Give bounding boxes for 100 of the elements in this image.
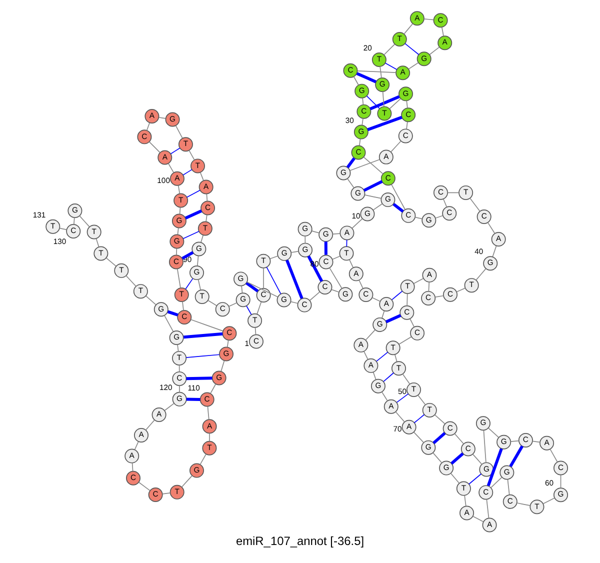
node-circle: T: [339, 246, 354, 261]
connector: [200, 454, 206, 466]
node-circle: A: [158, 150, 172, 165]
connector: [266, 266, 282, 294]
connector: [132, 462, 134, 472]
node-circle: T: [198, 221, 212, 236]
connector: [226, 340, 229, 348]
node-circle: G: [360, 206, 375, 222]
node-circle: G: [439, 460, 454, 476]
node-circle: C: [248, 334, 264, 349]
connector: [380, 66, 382, 78]
connector: [182, 301, 184, 311]
connector: [509, 445, 524, 468]
node-circle: G: [476, 416, 490, 431]
connector: [177, 344, 179, 352]
node-label: 100: [157, 176, 170, 186]
connector: [410, 318, 415, 328]
node-circle: G: [212, 370, 226, 386]
node-circle: C: [215, 302, 230, 317]
node-circle: T: [174, 193, 188, 208]
connector: [363, 156, 384, 174]
connector: [170, 148, 180, 154]
node-circle: G: [354, 124, 368, 140]
connector: [382, 310, 385, 318]
node-circle: C: [177, 310, 192, 324]
node-circle: T: [422, 402, 437, 418]
connector: [488, 428, 500, 438]
node-circle: G: [68, 203, 82, 218]
node-circle: T: [386, 340, 400, 356]
connector: [367, 116, 402, 132]
connector: [347, 178, 354, 188]
node-circle: C: [137, 130, 152, 144]
connector: [126, 276, 136, 287]
connector: [432, 452, 442, 464]
node-circle: G: [372, 317, 388, 332]
connector: [263, 268, 264, 289]
node-circle: C: [433, 185, 448, 200]
node-circle: G: [483, 256, 498, 271]
connector: [329, 268, 342, 289]
node-circle: T: [256, 254, 271, 268]
connector: [364, 350, 368, 360]
connector: [413, 432, 424, 443]
connector: [309, 291, 320, 301]
connector: [179, 385, 180, 393]
connector: [206, 194, 208, 202]
connector: [158, 116, 166, 119]
connector: [190, 319, 224, 332]
connector: [507, 479, 510, 495]
connector: [434, 414, 446, 424]
connector: [389, 98, 402, 110]
connector: [404, 43, 420, 55]
node-circle: A: [378, 150, 394, 164]
connector: [148, 141, 160, 153]
connector: [186, 398, 200, 401]
connector: [186, 190, 200, 198]
node-circle: G: [192, 242, 206, 256]
node-circle: A: [134, 428, 149, 442]
connector: [382, 392, 388, 402]
node-circle: C: [168, 254, 184, 270]
node-label: 60: [544, 478, 554, 488]
connector: [483, 430, 486, 463]
connector: [358, 138, 361, 146]
node-circle: T: [133, 284, 148, 299]
node-circle: T: [94, 246, 108, 261]
node-circle: T: [464, 278, 479, 293]
node-circle: A: [384, 399, 398, 414]
connector: [414, 414, 425, 424]
node-circle: G: [236, 292, 250, 308]
node-label: 10: [352, 211, 360, 220]
node-circle: C: [358, 288, 374, 302]
node-circle: C: [318, 254, 334, 270]
connector: [179, 207, 181, 214]
connector: [464, 495, 466, 506]
connector: [228, 302, 238, 307]
node-circle: C: [356, 104, 372, 119]
node-circle: A: [402, 420, 416, 434]
connector: [428, 282, 430, 292]
connector: [246, 282, 259, 292]
connector: [532, 440, 540, 443]
connector: [414, 216, 423, 220]
connector: [178, 364, 180, 372]
connector: [311, 230, 320, 234]
connector: [404, 23, 413, 34]
node-circle: A: [348, 266, 364, 282]
connector: [73, 217, 75, 225]
node-circle: G: [398, 86, 413, 102]
connector: [246, 282, 278, 298]
connector: [357, 70, 396, 73]
node-circle: C: [318, 280, 332, 295]
node-circle: T: [406, 382, 421, 397]
connector: [256, 301, 262, 314]
node-circle: A: [170, 171, 184, 186]
connector: [182, 169, 192, 176]
connector: [510, 440, 520, 442]
connector: [372, 372, 376, 380]
node-circle: C: [222, 326, 237, 341]
node-circle: G: [298, 222, 312, 236]
connector: [146, 296, 156, 306]
connector: [146, 122, 150, 131]
connector: [206, 214, 208, 222]
